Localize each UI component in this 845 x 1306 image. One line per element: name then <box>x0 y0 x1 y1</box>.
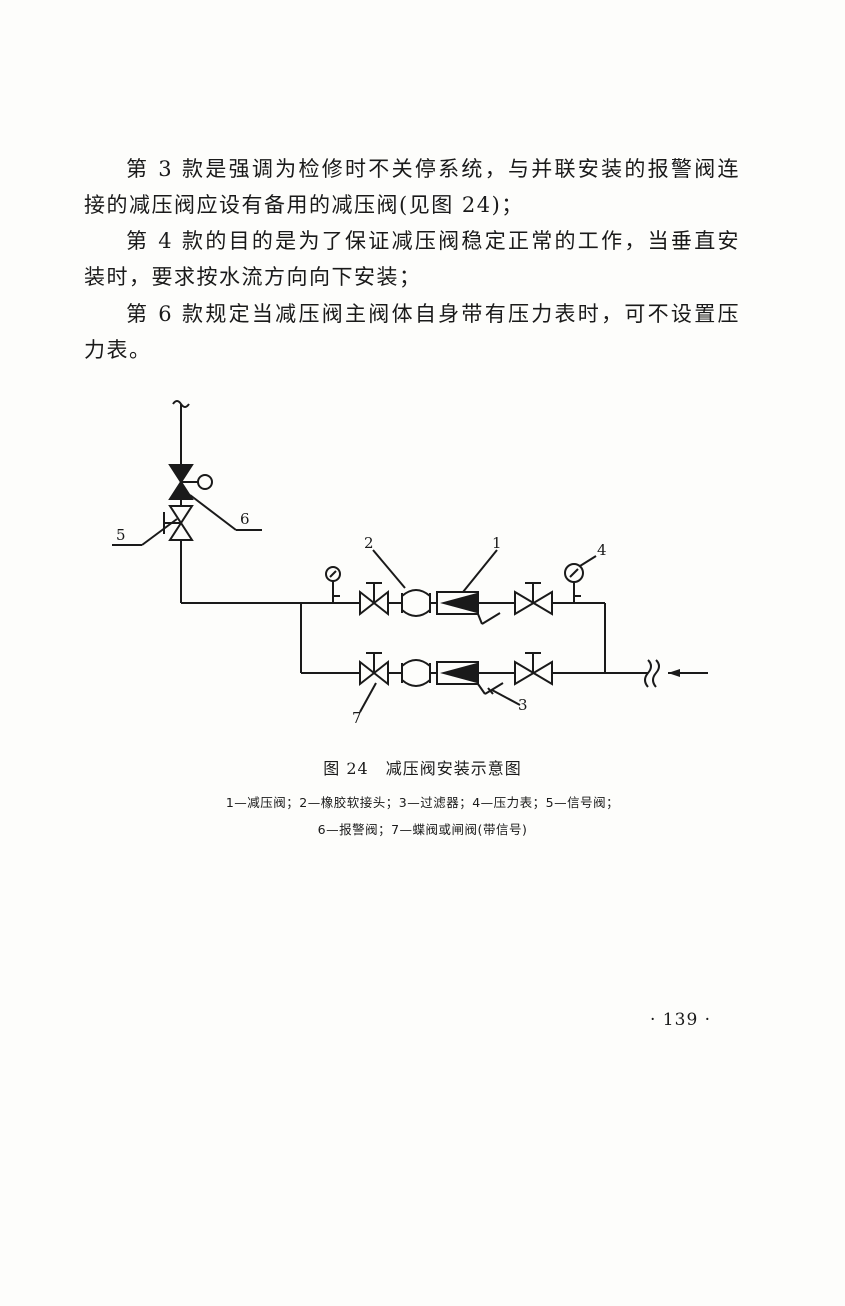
label-4: 4 <box>597 541 607 559</box>
figure-title: 图 24 减压阀安装示意图 <box>323 759 522 778</box>
label-6: 6 <box>240 510 250 528</box>
label-3: 3 <box>518 696 528 714</box>
page-number: · 139 · <box>650 1010 712 1030</box>
pressure-reducing-valve-diagram: 6 5 2 1 4 3 7 <box>112 400 708 727</box>
figure-legend-line-1: 1—减压阀；2—橡胶软接头；3—过滤器；4—压力表；5—信号阀； <box>225 795 620 810</box>
figure-legend-line-2: 6—报警阀；7—蝶阀或闸阀(带信号) <box>317 822 528 837</box>
label-1: 1 <box>492 534 502 552</box>
paragraph-1: 第 3 款是强调为检修时不关停系统，与并联安装的报警阀连接的减压阀应设有备用的减… <box>84 157 740 217</box>
label-2: 2 <box>364 534 374 552</box>
paragraph-3: 第 6 款规定当减压阀主阀体自身带有压力表时，可不设置压力表。 <box>84 302 740 362</box>
paragraph-2: 第 4 款的目的是为了保证减压阀稳定正常的工作，当垂直安装时，要求按水流方向向下… <box>84 229 740 289</box>
label-7: 7 <box>352 709 362 727</box>
label-5: 5 <box>116 526 126 544</box>
